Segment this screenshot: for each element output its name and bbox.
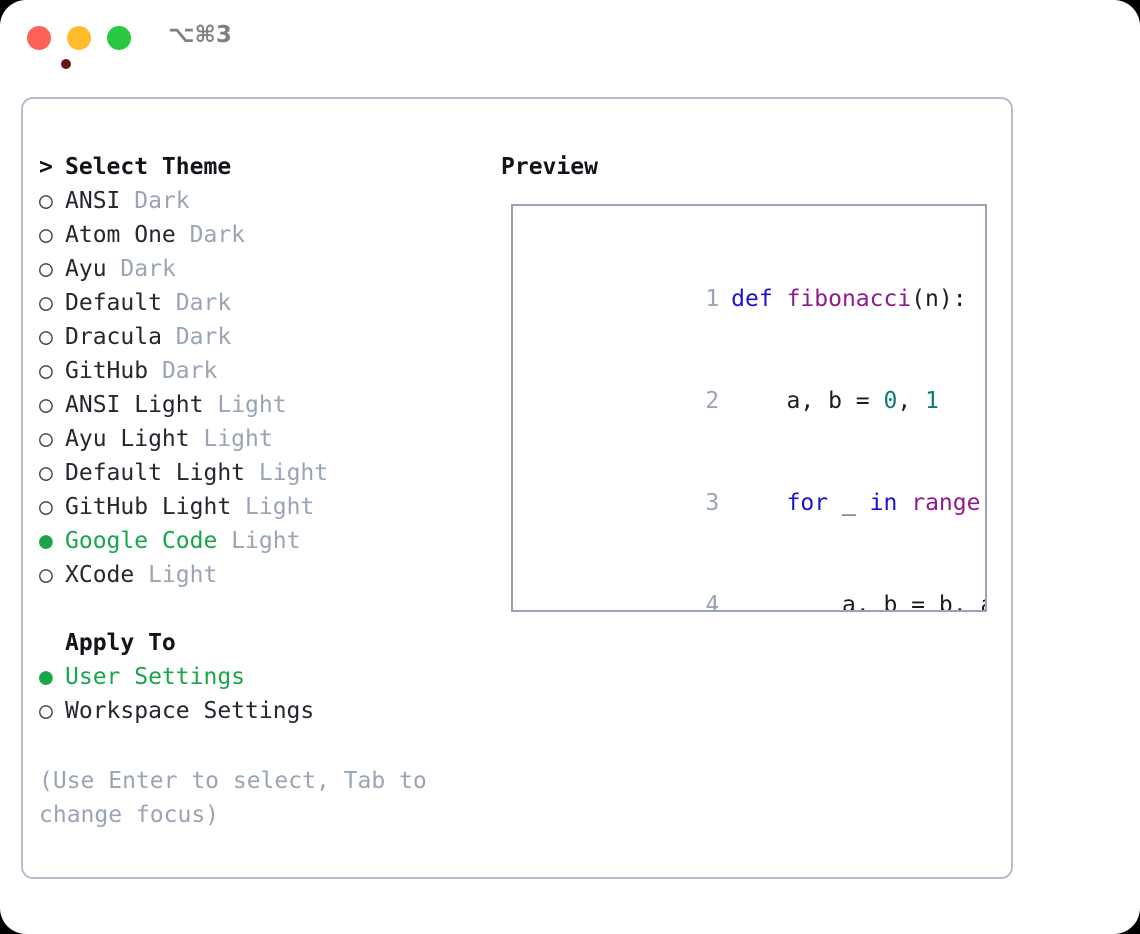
apply-option-label: Workspace Settings	[65, 698, 315, 724]
theme-tag-label: Dark	[134, 188, 190, 214]
code-token: in	[869, 490, 898, 516]
apply-to-heading: Apply To	[39, 626, 479, 660]
preview-heading: Preview	[501, 154, 598, 180]
radio-icon: ○	[39, 290, 53, 316]
code-token: 0	[883, 388, 898, 414]
code-token	[897, 490, 911, 516]
section-spacer	[39, 592, 479, 626]
theme-name-label: ANSI Light	[65, 392, 204, 418]
theme-tag-label: Light	[203, 426, 273, 452]
theme-name-label: Atom One	[65, 222, 176, 248]
theme-tag-label: Light	[148, 562, 218, 588]
code-token: for	[786, 490, 829, 516]
code-token: 1	[925, 388, 939, 414]
code-line: 4 a, b = b, a + b	[527, 554, 985, 612]
theme-item-ayu[interactable]: ○ Ayu Dark	[39, 252, 479, 286]
theme-tag-label: Dark	[175, 290, 232, 316]
theme-name-label: Dracula	[65, 324, 162, 350]
apply-item-user-settings[interactable]: ● User Settings	[39, 660, 479, 694]
radio-icon: ○	[39, 358, 53, 384]
code-token: a, b =	[731, 388, 884, 414]
theme-item-github[interactable]: ○ GitHub Dark	[39, 354, 479, 388]
theme-tag-label: Light	[217, 392, 287, 418]
apply-item-workspace-settings[interactable]: ○ Workspace Settings	[39, 694, 479, 728]
title-bar: ⌥⌘3	[0, 0, 1140, 76]
radio-icon: ○	[39, 562, 53, 588]
theme-item-default[interactable]: ○ Default Dark	[39, 286, 479, 320]
theme-tag-label: Dark	[175, 324, 232, 350]
theme-name-label: Ayu Light	[65, 426, 190, 452]
theme-tag-label: Light	[231, 528, 301, 554]
code-line: 2 a, b = 0, 1	[527, 350, 985, 452]
code-token: ,	[897, 388, 926, 414]
theme-tag-label: Dark	[161, 358, 218, 384]
radio-icon: ○	[39, 698, 53, 724]
marker-placeholder-icon	[39, 626, 65, 660]
line-number: 1	[705, 286, 720, 312]
theme-item-xcode[interactable]: ○ XCode Light	[39, 558, 479, 592]
code-token	[731, 490, 786, 516]
theme-name-label: ANSI	[65, 188, 121, 214]
maximize-window-button[interactable]	[107, 26, 131, 50]
section-title-label: Apply To	[65, 630, 176, 656]
main-panel: >Select Theme ○ANSI Dark ○Atom One Dark …	[21, 97, 1013, 879]
theme-tag-label: Dark	[120, 256, 176, 282]
radio-icon: ○	[39, 256, 53, 282]
theme-item-ansi-light[interactable]: ○ ANSI Light Light	[39, 388, 479, 422]
keyboard-hint-text: (Use Enter to select, Tab to change focu…	[39, 768, 427, 828]
select-theme-heading: > Select Theme	[39, 150, 479, 184]
line-number: 4	[705, 592, 720, 612]
radio-icon: ○	[39, 222, 53, 248]
close-window-button[interactable]	[27, 26, 71, 69]
code-token: def	[731, 286, 787, 312]
line-number: 3	[705, 490, 720, 516]
radio-icon: ○	[39, 460, 53, 486]
code-token: range	[911, 490, 981, 516]
line-number: 2	[705, 388, 720, 414]
code-token: fibonacci	[786, 286, 912, 312]
section-title-label: Select Theme	[65, 154, 232, 180]
recording-indicator-icon	[61, 59, 71, 69]
minimize-window-button[interactable]	[67, 26, 91, 50]
code-line: 1 def fibonacci(n):	[527, 248, 985, 350]
theme-name-label: GitHub Light	[65, 494, 232, 520]
radio-icon: ○	[39, 324, 53, 350]
theme-name-label: Default Light	[65, 460, 246, 486]
radio-selected-icon: ●	[39, 528, 53, 554]
theme-name-label: GitHub	[65, 358, 149, 384]
theme-tag-label: Dark	[189, 222, 246, 248]
prompt-caret-icon: >	[39, 154, 53, 180]
theme-tag-label: Light	[258, 460, 329, 486]
theme-tag-label: Light	[245, 494, 315, 520]
radio-selected-icon: ●	[39, 664, 53, 690]
window-title: ⌥⌘3	[168, 22, 232, 48]
theme-item-ansi[interactable]: ○ ANSI Dark	[39, 184, 479, 218]
theme-item-ayu-light[interactable]: ○ Ayu Light Light	[39, 422, 479, 456]
theme-item-default-light[interactable]: ○ Default Light Light	[39, 456, 479, 490]
theme-name-label: Default	[65, 290, 162, 316]
radio-icon: ○	[39, 426, 53, 452]
theme-name-label: XCode	[65, 562, 135, 588]
theme-selector-column: >Select Theme ○ANSI Dark ○Atom One Dark …	[39, 150, 479, 728]
code-token: (n):	[980, 490, 985, 516]
radio-icon: ○	[39, 392, 53, 418]
theme-item-dracula[interactable]: ○ Dracula Dark	[39, 320, 479, 354]
theme-name-label: Google Code	[65, 528, 218, 554]
code-line: 3 for _ in range(n):	[527, 452, 985, 554]
theme-item-github-light[interactable]: ○ GitHub Light Light	[39, 490, 479, 524]
theme-item-google-code[interactable]: ● Google Code Light	[39, 524, 479, 558]
code-token: a, b = b, a + b	[841, 592, 985, 612]
radio-icon: ○	[39, 494, 53, 520]
theme-name-label: Ayu	[65, 256, 107, 282]
radio-icon: ○	[39, 188, 53, 214]
code-token: _	[828, 490, 870, 516]
code-token: (n):	[911, 286, 967, 312]
apply-option-label: User Settings	[65, 664, 246, 690]
theme-item-atom-one[interactable]: ○ Atom One Dark	[39, 218, 479, 252]
